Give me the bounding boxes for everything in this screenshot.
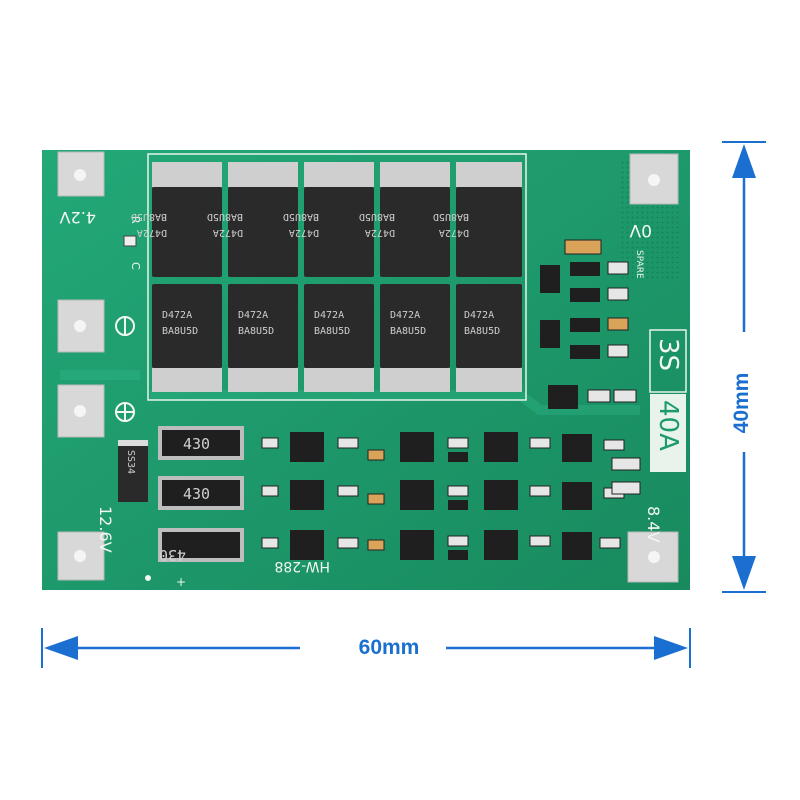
- mosfet: BA8U5D D472A: [283, 162, 374, 277]
- svg-text:BA8U5D: BA8U5D: [359, 211, 395, 222]
- resistor: 430: [158, 476, 244, 510]
- label-12v6: 12.6V: [96, 506, 115, 553]
- smd-components-right: [540, 239, 637, 409]
- pad-left-3: [57, 384, 105, 438]
- label-0v: 0V: [629, 220, 652, 240]
- mount-hole: [145, 575, 151, 581]
- svg-text:SS34: SS34: [125, 450, 136, 474]
- svg-text:BA8U5D: BA8U5D: [207, 211, 243, 222]
- mark-r: R: [129, 216, 142, 224]
- arrow-up-icon: [732, 144, 756, 178]
- plus-symbol: [115, 402, 135, 422]
- svg-text:D472A: D472A: [464, 310, 494, 321]
- balancing-circuit: [261, 432, 641, 560]
- pad-top-left: [57, 151, 105, 197]
- width-dimension-label: 60mm: [358, 636, 420, 659]
- svg-text:BA8U5D: BA8U5D: [314, 326, 350, 337]
- spec-current: 40A: [653, 400, 683, 451]
- smd-cap: [123, 235, 137, 247]
- mark-c: C: [129, 262, 142, 270]
- mosfet-area-outline: [147, 153, 527, 401]
- mosfet: D472A BA8U5D: [380, 284, 450, 392]
- svg-text:D472A: D472A: [213, 227, 243, 238]
- circuit-row: [261, 530, 621, 560]
- mosfet: D472A BA8U5D: [304, 284, 374, 392]
- arrow-left-icon: [44, 636, 78, 660]
- mosfet: BA8U5D D472A: [207, 162, 298, 277]
- mosfet: D472A BA8U5D: [152, 284, 222, 392]
- svg-text:430: 430: [183, 435, 210, 453]
- svg-text:D472A: D472A: [390, 310, 420, 321]
- mosfet: BA8U5D D472A: [359, 162, 450, 277]
- arrow-down-icon: [732, 556, 756, 590]
- mosfet: BA8U5D D472A: [131, 162, 222, 277]
- pad-left-2: [57, 299, 105, 353]
- svg-text:D472A: D472A: [439, 227, 469, 238]
- mosfet-row-bottom: D472A BA8U5D D472A BA8U5D D472A BA8U5D D…: [152, 284, 522, 392]
- height-dimension: [722, 141, 766, 593]
- plus-mark: +: [176, 575, 186, 589]
- pad-top-right: [629, 153, 679, 205]
- mosfet: D472A BA8U5D: [228, 284, 298, 392]
- svg-text:D472A: D472A: [365, 227, 395, 238]
- mosfet-row-top: BA8U5D D472A BA8U5D D472A BA8U5D D472A B…: [131, 162, 522, 277]
- circuit-row: [261, 480, 641, 510]
- circuit-row: [261, 432, 641, 471]
- pad-bottom-right: [627, 531, 679, 583]
- arrow-right-icon: [654, 636, 688, 660]
- svg-text:BA8U5D: BA8U5D: [162, 326, 198, 337]
- svg-text:BA8U5D: BA8U5D: [131, 211, 167, 222]
- svg-text:D472A: D472A: [289, 227, 319, 238]
- pcb-trace: [150, 390, 640, 415]
- model-label: HW-288: [274, 558, 330, 574]
- mosfet: BA8U5D D472A: [433, 162, 522, 277]
- height-dimension-label: 40mm: [730, 372, 753, 434]
- svg-text:BA8U5D: BA8U5D: [390, 326, 426, 337]
- svg-text:D472A: D472A: [137, 227, 167, 238]
- svg-text:430: 430: [183, 485, 210, 503]
- diode: SS34: [118, 440, 148, 502]
- svg-text:D472A: D472A: [238, 310, 268, 321]
- svg-text:D472A: D472A: [162, 310, 192, 321]
- svg-text:BA8U5D: BA8U5D: [238, 326, 274, 337]
- spare-label: SPARE: [634, 250, 644, 279]
- svg-text:430: 430: [159, 546, 186, 564]
- svg-text:BA8U5D: BA8U5D: [464, 326, 500, 337]
- label-4v2: 4.2V: [60, 208, 96, 227]
- label-8v4: 8.4V: [644, 506, 663, 542]
- width-dimension: [41, 628, 691, 668]
- resistor: 430: [158, 426, 244, 460]
- resistor: 430: [158, 528, 244, 564]
- spec-cells: 3S: [653, 338, 683, 371]
- minus-symbol: [115, 316, 135, 336]
- svg-text:BA8U5D: BA8U5D: [283, 211, 319, 222]
- svg-text:D472A: D472A: [314, 310, 344, 321]
- pad-bottom-left: [57, 531, 105, 581]
- svg-text:BA8U5D: BA8U5D: [433, 211, 469, 222]
- spec-label: 3S 40A: [649, 329, 687, 472]
- mosfet: D472A BA8U5D: [456, 284, 522, 392]
